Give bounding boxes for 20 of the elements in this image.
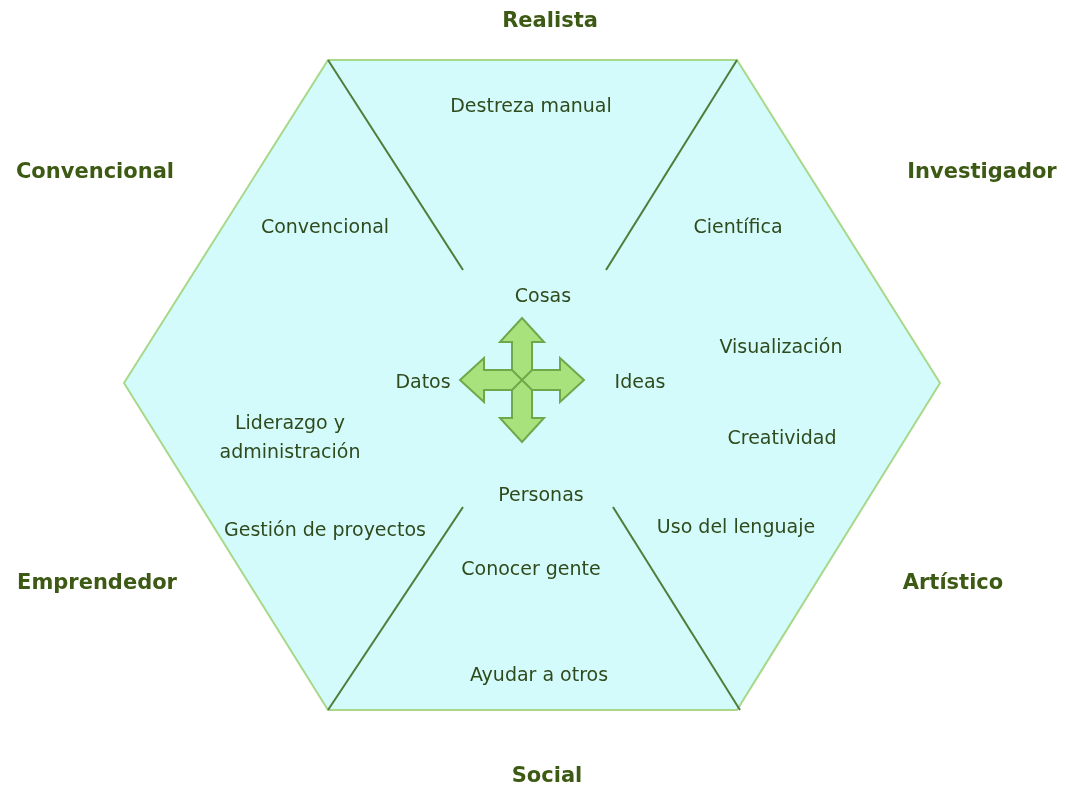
category-heading: Artístico: [902, 568, 1004, 596]
category-heading: Realista: [502, 6, 598, 34]
skill-label: Liderazgo y administración: [218, 409, 362, 464]
category-heading: Convencional: [15, 157, 175, 185]
axis-label: Cosas: [514, 283, 572, 309]
skill-label: Convencional: [260, 214, 390, 240]
category-heading: Social: [511, 761, 583, 788]
axis-label: Ideas: [614, 369, 666, 395]
category-heading: Investigador: [907, 157, 1057, 185]
skill-label: Destreza manual: [450, 93, 612, 119]
category-heading: Emprendedor: [17, 568, 177, 596]
axis-label: Datos: [395, 369, 451, 395]
axis-label: Personas: [498, 482, 584, 508]
skill-label: Uso del lenguaje: [656, 514, 816, 540]
skill-label: Científica: [693, 214, 783, 240]
skill-label: Creatividad: [727, 425, 837, 451]
skill-label: Gestión de proyectos: [224, 517, 426, 543]
skill-label: Conocer gente: [461, 556, 601, 582]
skill-label: Visualización: [719, 334, 843, 360]
skill-label: Ayudar a otros: [469, 662, 609, 688]
